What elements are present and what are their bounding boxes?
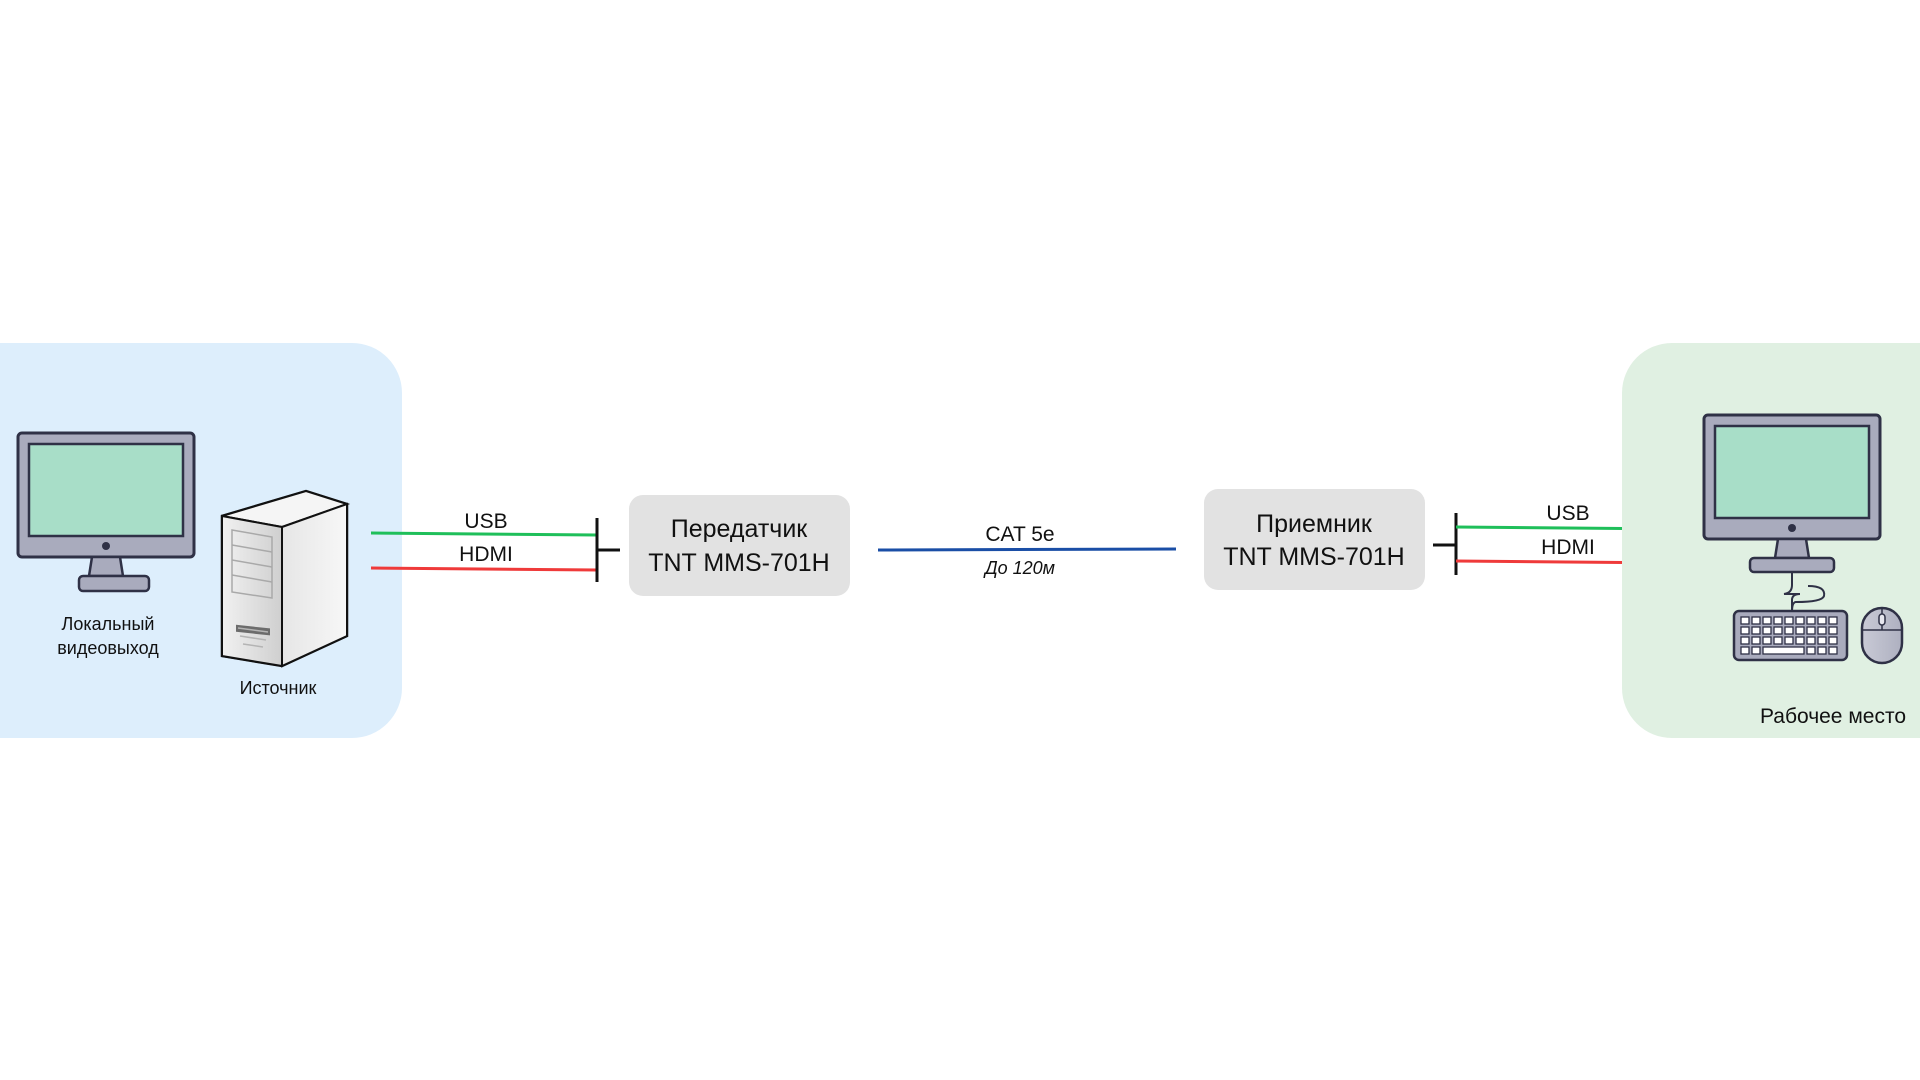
keyboard-key xyxy=(1806,616,1816,625)
keyboard-key xyxy=(1828,616,1838,625)
keyboard-key xyxy=(1784,626,1794,635)
transmitter-title: Передатчик xyxy=(671,515,809,543)
local-output-label-line1: Локальный xyxy=(62,614,155,634)
source-zone: Локальный видеовыход Источник xyxy=(0,343,402,738)
keyboard-key xyxy=(1784,636,1794,645)
workplace-cables: USB HDMI xyxy=(1433,502,1683,575)
source-hdmi-label: HDMI xyxy=(459,543,513,566)
keyboard-key xyxy=(1828,626,1838,635)
cat-link: CAT 5e До 120м xyxy=(877,523,1177,578)
keyboard-key xyxy=(1773,626,1783,635)
transmitter-box: Передатчик TNT MMS-701H xyxy=(629,495,850,596)
local-output-label-line2: видеовыход xyxy=(57,638,159,658)
keyboard-key xyxy=(1817,616,1827,625)
keyboard-key xyxy=(1806,626,1816,635)
local-monitor-icon xyxy=(16,431,196,593)
transmitter-model: TNT MMS-701H xyxy=(648,549,830,577)
source-hdmi-cable xyxy=(370,566,598,572)
workplace-zone: Рабочее место xyxy=(1622,343,1920,738)
keyboard-key xyxy=(1817,636,1827,645)
source-usb-cable xyxy=(370,531,598,537)
keyboard-key xyxy=(1817,626,1827,635)
workplace-monitor-icon xyxy=(1702,413,1882,574)
cat-cable-label: CAT 5e xyxy=(985,523,1054,546)
source-cables: USB HDMI xyxy=(370,510,620,582)
keyboard-key xyxy=(1784,616,1794,625)
keyboard-key xyxy=(1740,616,1750,625)
receiver-box: Приемник TNT MMS-701H xyxy=(1204,489,1425,590)
keyboard-key xyxy=(1773,636,1783,645)
keyboard-key xyxy=(1762,636,1772,645)
source-usb-label: USB xyxy=(464,510,507,533)
keyboard-key xyxy=(1751,636,1761,645)
keyboard-key xyxy=(1762,616,1772,625)
source-pc-label: Источник xyxy=(240,678,317,698)
keyboard-spacebar xyxy=(1762,646,1805,655)
keyboard-cable xyxy=(1783,572,1801,612)
keyboard-key xyxy=(1751,646,1761,655)
keyboard-key xyxy=(1751,616,1761,625)
keyboard-key xyxy=(1795,626,1805,635)
pc-tower-icon xyxy=(220,489,351,668)
keyboard-cable-loop xyxy=(1791,585,1826,613)
keyboard-key xyxy=(1740,626,1750,635)
keyboard-key xyxy=(1795,636,1805,645)
workplace-usb-label: USB xyxy=(1546,502,1589,525)
keyboard-key xyxy=(1773,616,1783,625)
cat-distance-label: До 120м xyxy=(983,558,1055,578)
receiver-model: TNT MMS-701H xyxy=(1223,543,1405,571)
keyboard-key xyxy=(1751,626,1761,635)
keyboard-key xyxy=(1806,636,1816,645)
keyboard-key xyxy=(1806,646,1816,655)
keyboard-key xyxy=(1740,646,1750,655)
mouse-icon xyxy=(1860,606,1904,665)
receiver-title: Приемник xyxy=(1256,510,1373,538)
workplace-hdmi-label: HDMI xyxy=(1541,536,1595,559)
workplace-label: Рабочее место xyxy=(1760,705,1906,728)
keyboard-key xyxy=(1828,646,1838,655)
keyboard-key xyxy=(1795,616,1805,625)
keyboard-key xyxy=(1762,626,1772,635)
cat-cable xyxy=(877,547,1177,552)
keyboard-key xyxy=(1740,636,1750,645)
keyboard-key xyxy=(1817,646,1827,655)
keyboard-icon xyxy=(1732,609,1849,662)
keyboard-key xyxy=(1828,636,1838,645)
